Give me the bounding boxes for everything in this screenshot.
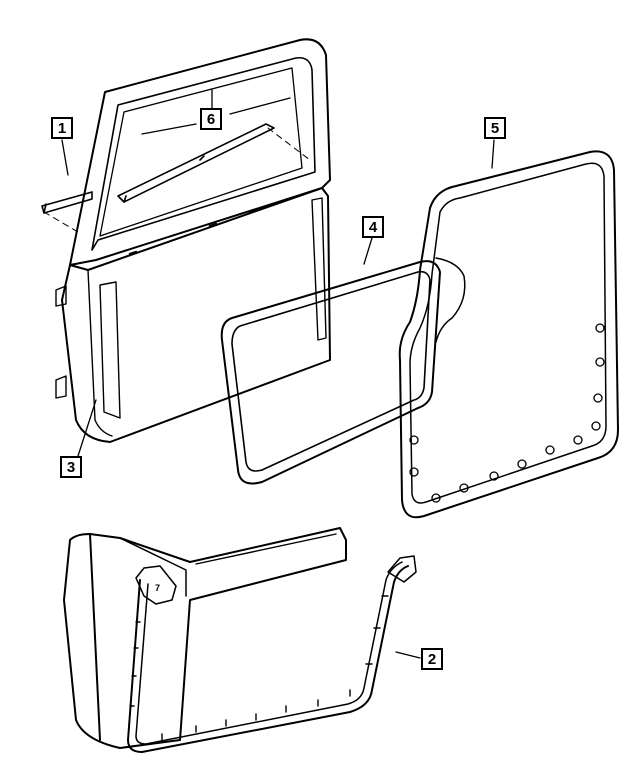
callout-5: 5 xyxy=(484,117,506,139)
upper-door-assembly xyxy=(55,38,331,443)
callout-2: 2 xyxy=(421,648,443,670)
assembly-guide-lines xyxy=(43,127,311,233)
belt-weatherstrip-inner xyxy=(117,123,275,203)
callout-4: 4 xyxy=(362,216,384,238)
callout-1: 1 xyxy=(51,117,73,139)
door-opening-weatherstrip xyxy=(398,150,619,519)
glass-run-seal xyxy=(220,260,441,485)
lower-half-door xyxy=(63,527,347,749)
leader-lines xyxy=(61,89,495,659)
part-7-label: 7 xyxy=(155,583,161,593)
lower-door-seal xyxy=(127,555,417,753)
belt-weatherstrip-outer xyxy=(41,191,93,214)
callout-6: 6 xyxy=(200,108,222,130)
callout-3: 3 xyxy=(60,456,82,478)
